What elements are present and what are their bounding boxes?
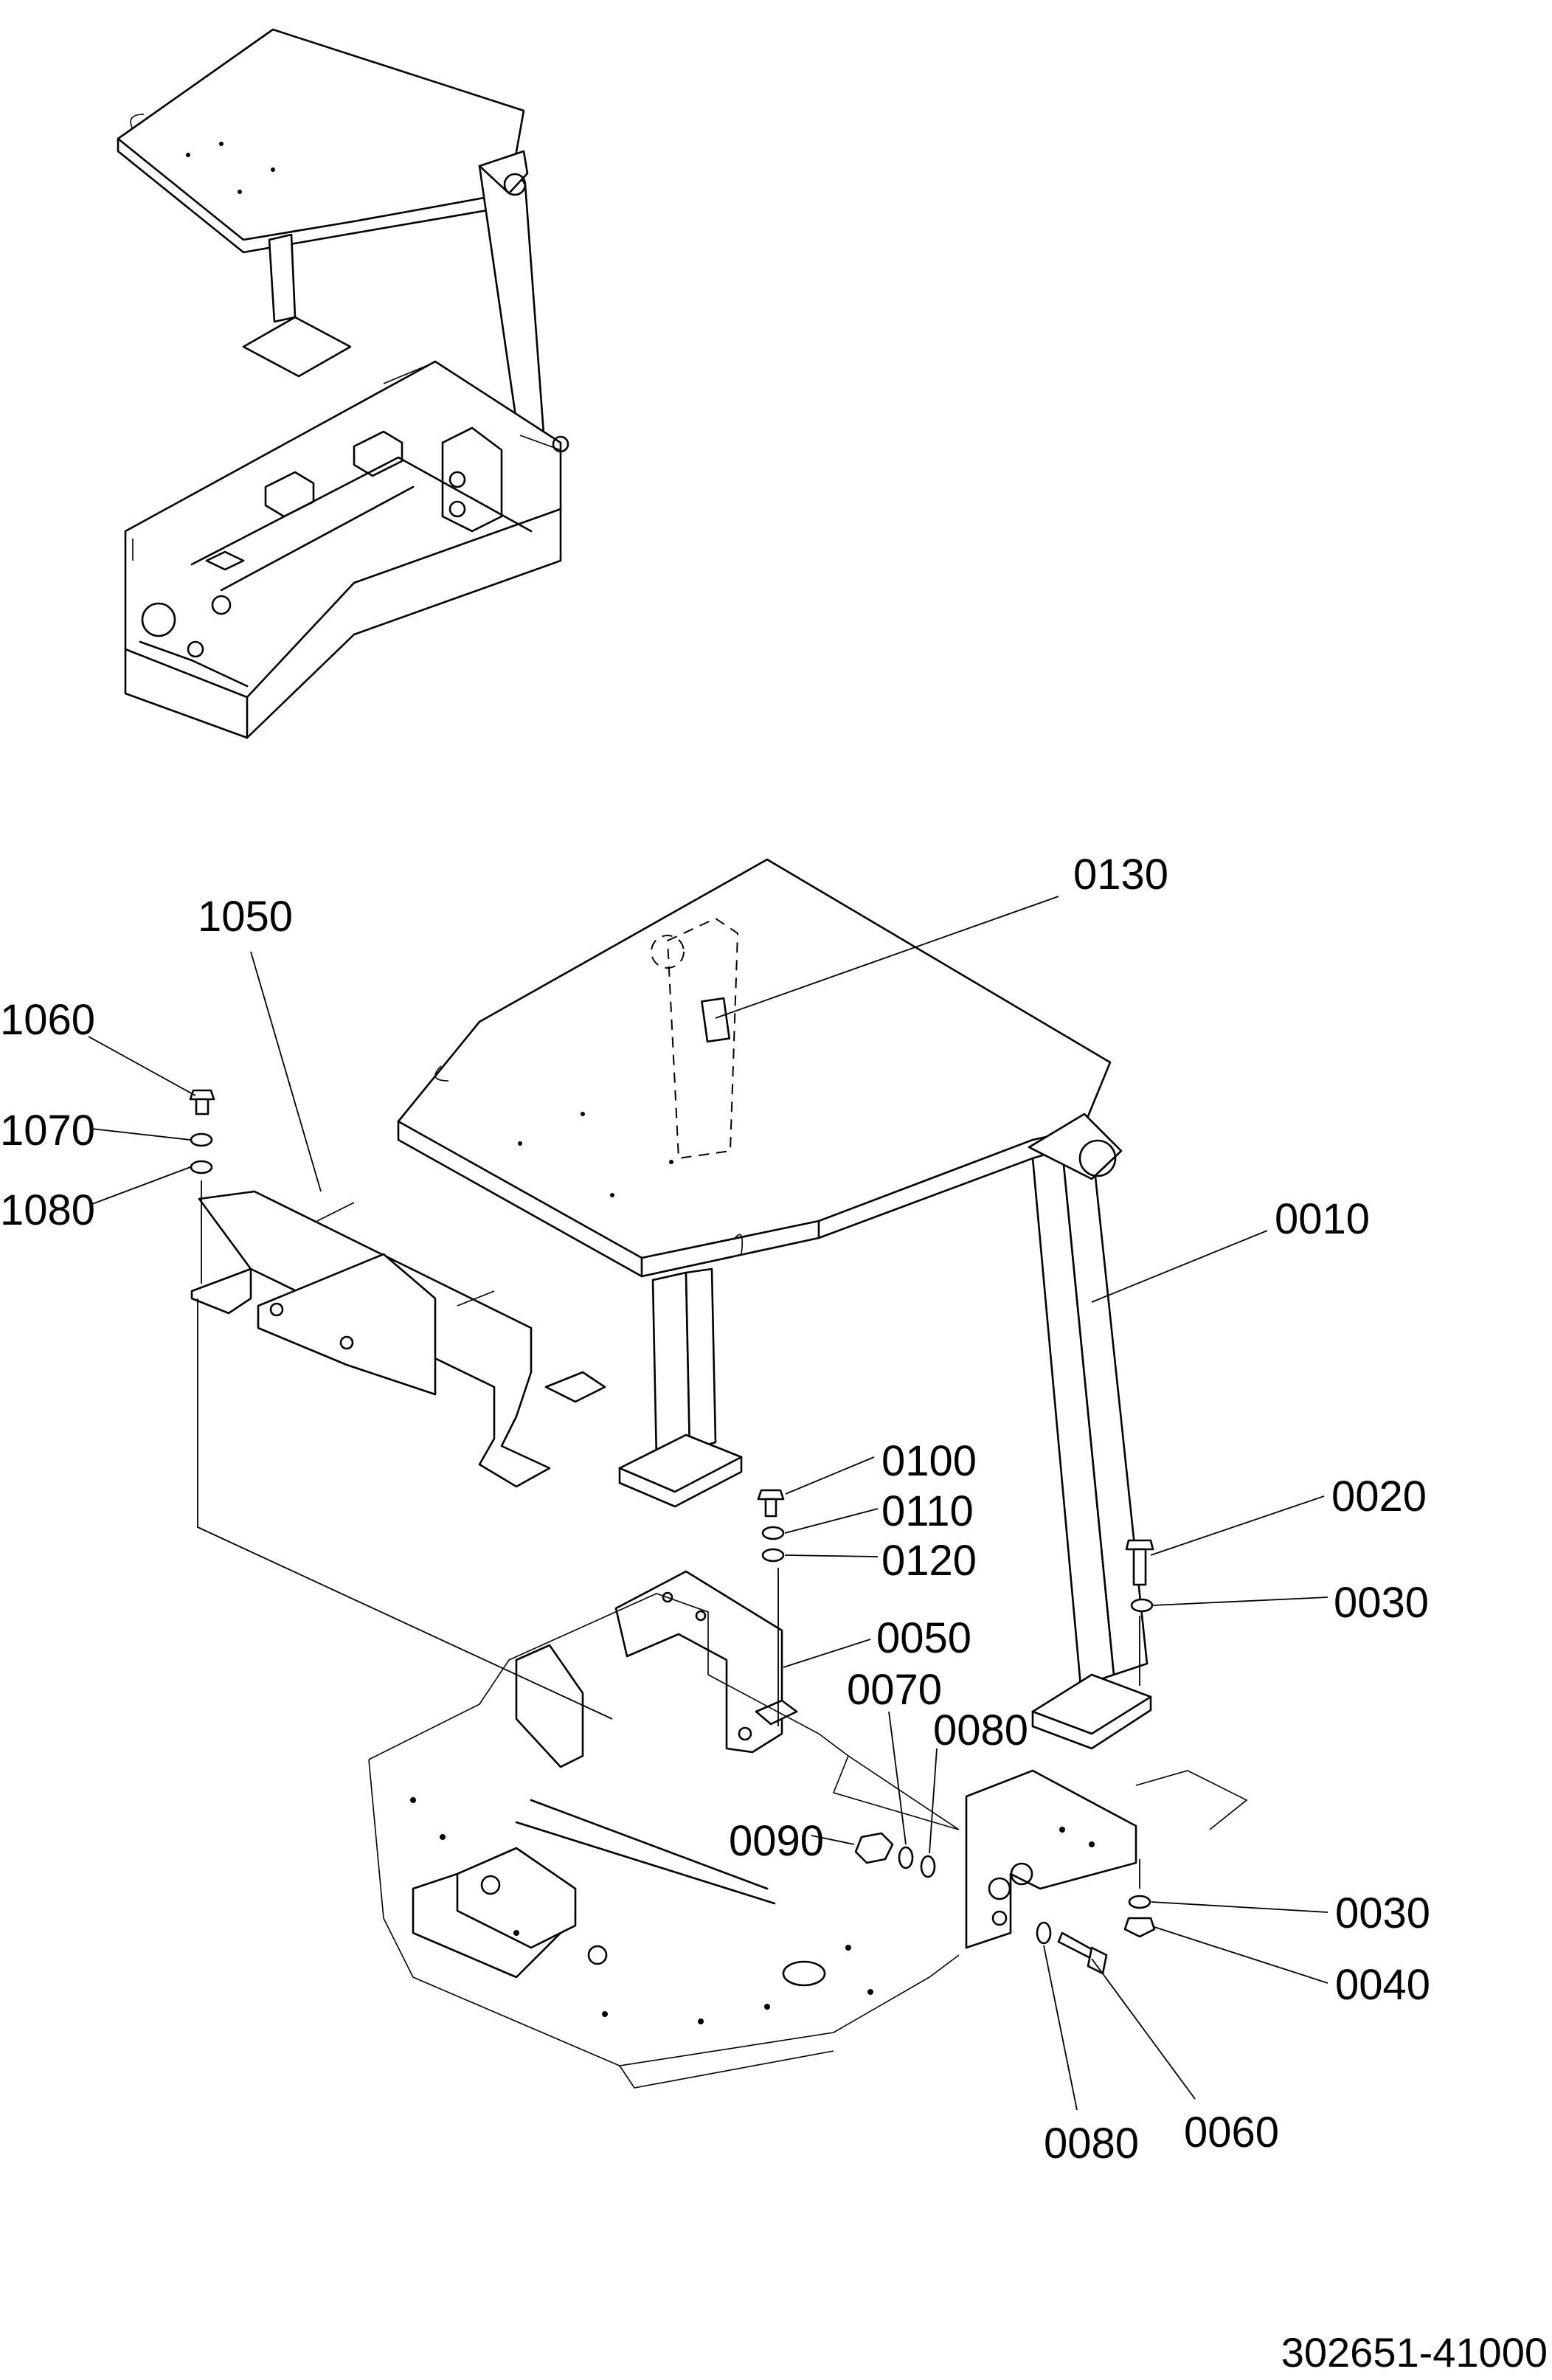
callout-1050: 1050 — [198, 893, 293, 941]
alignment-guide-lines — [197, 1180, 1140, 1889]
callout-leader-lines — [88, 896, 1328, 2111]
callout-labels: 0130 1050 1060 1070 1080 0010 0100 0110 … — [0, 851, 1430, 2168]
callout-1060: 1060 — [0, 996, 95, 1044]
overview-assembly-illustration — [117, 28, 569, 739]
callout-0040: 0040 — [1335, 1961, 1430, 2009]
callout-0120: 0120 — [881, 1537, 977, 1585]
callout-0080-lower: 0080 — [1044, 2120, 1139, 2168]
callout-0130: 0130 — [1073, 851, 1168, 899]
callout-0050: 0050 — [876, 1614, 971, 1662]
callout-0090: 0090 — [729, 1817, 824, 1865]
callout-0010: 0010 — [1275, 1195, 1370, 1243]
callout-0030-upper: 0030 — [1334, 1579, 1429, 1627]
canopy-rear-post-part — [1028, 1113, 1152, 1750]
callout-1080: 1080 — [0, 1186, 95, 1234]
canopy-roof-part — [397, 858, 1112, 1278]
callout-0030-lower: 0030 — [1335, 1889, 1430, 1937]
bracket-0050-part — [614, 1570, 798, 1754]
canopy-front-post-part — [618, 1267, 743, 1508]
callout-0100: 0100 — [881, 1437, 977, 1485]
callout-1070: 1070 — [0, 1107, 95, 1155]
callout-0060: 0060 — [1184, 2109, 1279, 2156]
chassis-base-part — [368, 1593, 1248, 2089]
fasteners-group — [189, 1089, 1156, 1975]
drawing-number: 302651-41000 — [1281, 2329, 1548, 2376]
right-bracket-part — [965, 1769, 1137, 1949]
callout-0070: 0070 — [847, 1666, 942, 1714]
bracket-1050-part — [190, 1190, 606, 1488]
callout-0080-upper: 0080 — [933, 1706, 1028, 1754]
callout-0020: 0020 — [1331, 1473, 1427, 1521]
callout-0110: 0110 — [881, 1487, 974, 1535]
